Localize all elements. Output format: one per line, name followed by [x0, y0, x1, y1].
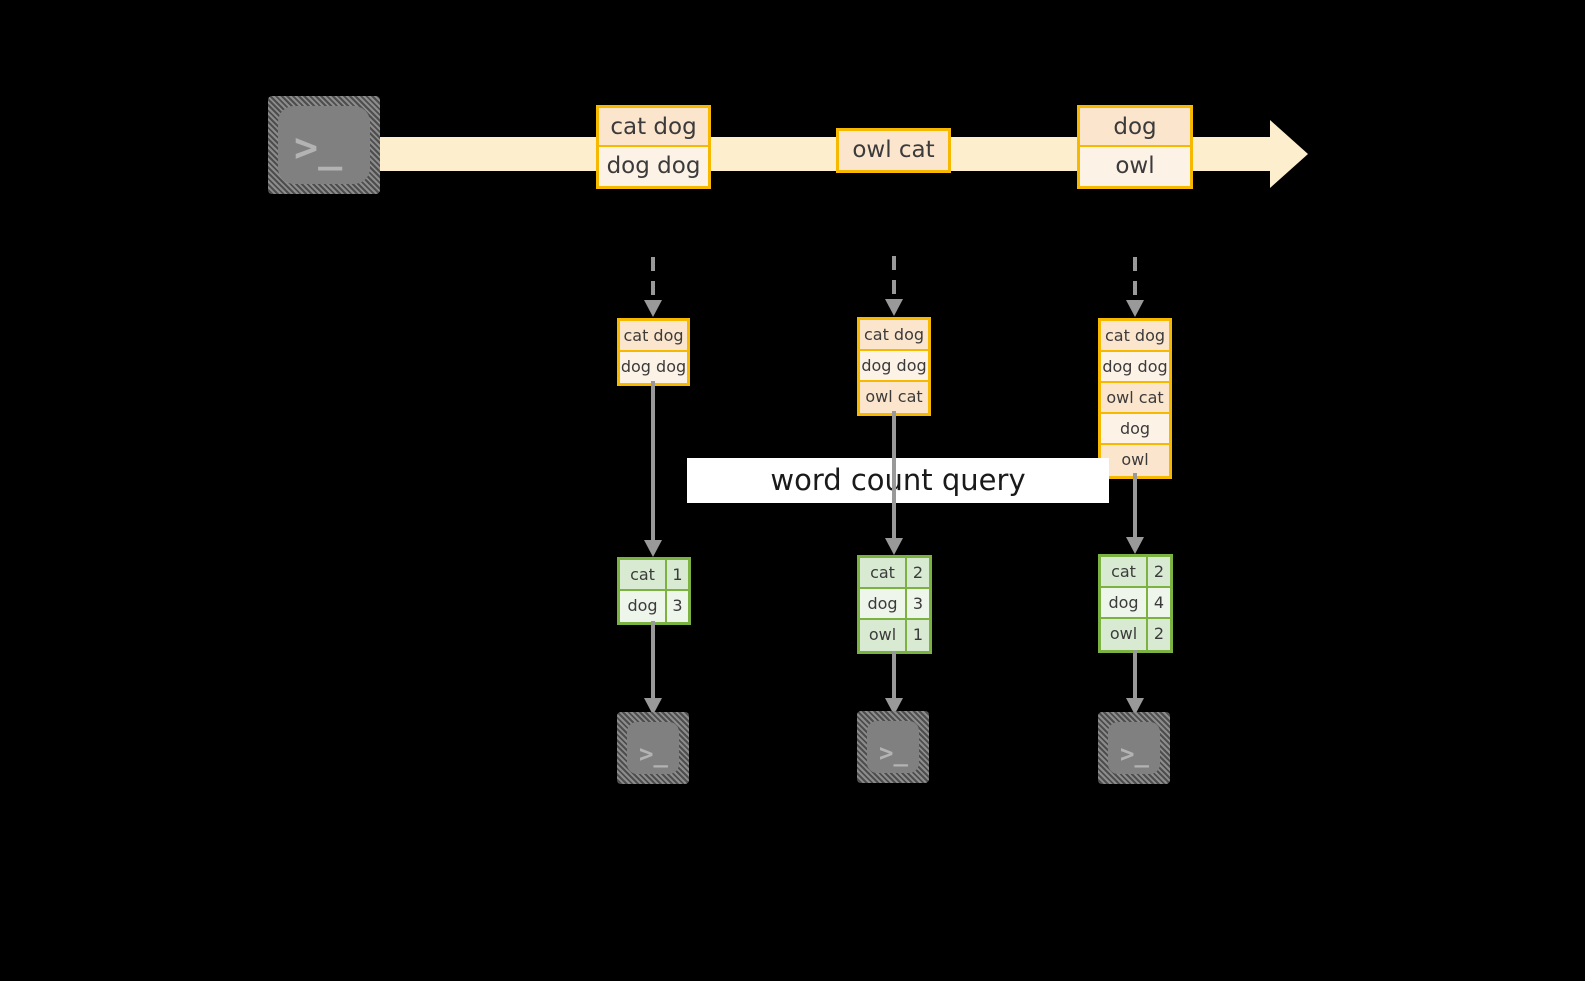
result-count: 2: [1148, 619, 1170, 650]
stream-message-line: dog dog: [599, 147, 708, 186]
arrow-shaft: [651, 257, 655, 300]
accumulated-stack-col-1: cat dog dog dog: [617, 318, 690, 386]
result-count: 2: [1148, 557, 1170, 586]
accumulated-row: owl cat: [1101, 383, 1169, 414]
arrow-shaft: [892, 411, 896, 538]
stream-message-line: owl cat: [839, 131, 948, 170]
accumulated-row: cat dog: [1101, 321, 1169, 352]
table-row: owl 2: [1101, 619, 1170, 650]
terminal-prompt-glyph: >_: [1120, 740, 1149, 768]
terminal-screen: >_: [867, 721, 919, 773]
result-table-col-1: cat 1 dog 3: [617, 557, 691, 625]
accumulated-row: owl cat: [860, 382, 928, 413]
arrow-shaft: [651, 381, 655, 540]
result-count: 1: [667, 560, 688, 589]
terminal-prompt-glyph: >_: [639, 740, 668, 768]
sink-terminal-icon-col-1: >_: [617, 712, 689, 784]
accumulated-row: cat dog: [860, 320, 928, 351]
arrow-head: [1126, 537, 1144, 554]
stream-message-1: cat dog dog dog: [596, 105, 711, 189]
accumulated-row: dog dog: [860, 351, 928, 382]
arrow-head: [644, 698, 662, 715]
table-row: cat 2: [1101, 557, 1170, 588]
arrow-head: [1126, 300, 1144, 317]
table-row: dog 3: [860, 589, 929, 620]
stream-message-line: dog: [1080, 108, 1190, 147]
table-row: dog 4: [1101, 588, 1170, 619]
terminal-prompt-glyph: >_: [879, 739, 908, 767]
accumulated-stack-col-3: cat dog dog dog owl cat dog owl: [1098, 318, 1172, 479]
accumulated-row: owl: [1101, 445, 1169, 476]
terminal-screen: >_: [1108, 722, 1160, 774]
sink-terminal-icon-col-3: >_: [1098, 712, 1170, 784]
arrow-head: [885, 299, 903, 316]
terminal-screen: >_: [627, 722, 679, 774]
query-label-band: word count query: [687, 458, 1109, 503]
input-stream-arrow-head: [1270, 120, 1308, 188]
result-word: owl: [1101, 619, 1148, 650]
query-label-text: word count query: [770, 463, 1026, 497]
result-word: dog: [1101, 588, 1148, 617]
accumulated-row: dog dog: [620, 352, 687, 383]
source-terminal-icon: >_: [268, 96, 380, 194]
arrow-shaft: [651, 621, 655, 698]
arrow-shaft: [892, 256, 896, 299]
terminal-prompt-glyph: >_: [294, 125, 343, 171]
arrow-shaft: [1133, 473, 1137, 537]
result-count: 4: [1148, 588, 1170, 617]
table-row: cat 1: [620, 560, 688, 591]
stream-message-line: owl: [1080, 147, 1190, 186]
arrow-shaft: [1133, 650, 1137, 698]
stream-message-2: owl cat: [836, 128, 951, 173]
arrow-shaft: [1133, 257, 1137, 300]
result-word: cat: [620, 560, 667, 589]
result-table-col-2: cat 2 dog 3 owl 1: [857, 555, 932, 654]
stream-message-3: dog owl: [1077, 105, 1193, 189]
result-count: 3: [907, 589, 929, 618]
accumulated-stack-col-2: cat dog dog dog owl cat: [857, 317, 931, 416]
terminal-screen: >_: [278, 106, 370, 184]
arrow-head: [644, 300, 662, 317]
accumulated-row: cat dog: [620, 321, 687, 352]
sink-terminal-icon-col-2: >_: [857, 711, 929, 783]
accumulated-row: dog: [1101, 414, 1169, 445]
result-word: cat: [860, 558, 907, 587]
table-row: cat 2: [860, 558, 929, 589]
arrow-shaft: [892, 651, 896, 698]
result-word: dog: [860, 589, 907, 618]
table-row: dog 3: [620, 591, 688, 622]
stream-message-line: cat dog: [599, 108, 708, 147]
result-count: 2: [907, 558, 929, 587]
result-word: owl: [860, 620, 907, 651]
result-count: 1: [907, 620, 929, 651]
arrow-head: [885, 698, 903, 715]
result-count: 3: [667, 591, 688, 622]
arrow-head: [1126, 698, 1144, 715]
table-row: owl 1: [860, 620, 929, 651]
result-word: dog: [620, 591, 667, 622]
result-word: cat: [1101, 557, 1148, 586]
accumulated-row: dog dog: [1101, 352, 1169, 383]
arrow-head: [644, 540, 662, 557]
arrow-head: [885, 538, 903, 555]
result-table-col-3: cat 2 dog 4 owl 2: [1098, 554, 1173, 653]
